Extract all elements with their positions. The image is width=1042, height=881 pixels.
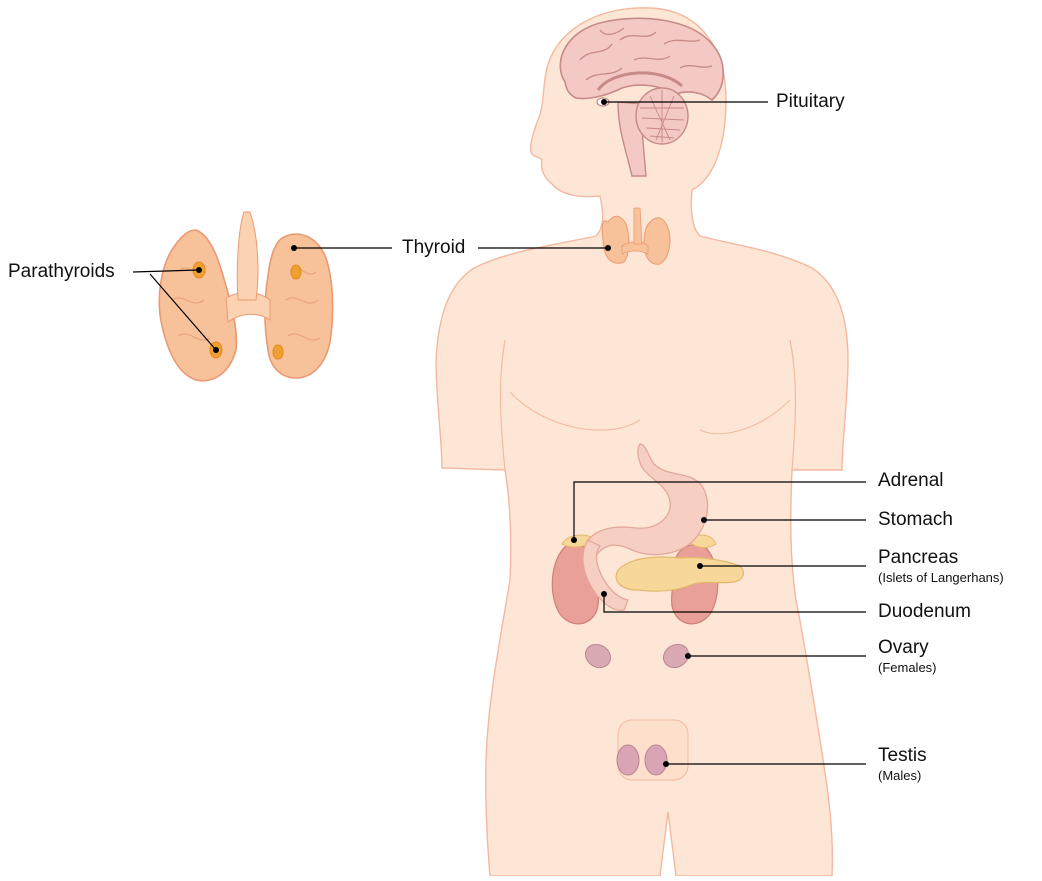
left-testis (617, 745, 639, 775)
thyroid-inset (159, 212, 332, 381)
label-stomach: Stomach (878, 509, 953, 531)
label-pituitary: Pituitary (776, 91, 845, 113)
label-pancreas-note: (Islets of Langerhans) (878, 570, 1004, 585)
dot-parathyroid-upper (196, 267, 202, 273)
dot-ovary (685, 653, 691, 659)
dot-thyroid-inset (291, 245, 297, 251)
parathyroid-upper-right (291, 265, 301, 279)
dot-pituitary (601, 99, 607, 105)
dot-testis (663, 761, 669, 767)
inset-pyramidal-lobe (237, 212, 258, 300)
dot-thyroid (605, 245, 611, 251)
label-testis-note: (Males) (878, 768, 921, 783)
cerebellum (636, 88, 688, 144)
label-adrenal: Adrenal (878, 470, 944, 492)
label-duodenum: Duodenum (878, 601, 971, 623)
parathyroid-lower-right (273, 345, 283, 359)
thyroid-right-lobe (644, 218, 670, 265)
inset-left-lobe (159, 230, 236, 381)
dot-parathyroid-lower (213, 347, 219, 353)
dot-pancreas (697, 563, 703, 569)
label-ovary: Ovary (878, 637, 929, 659)
label-thyroid: Thyroid (402, 237, 465, 259)
thyroid-left-lobe (602, 216, 629, 263)
dot-duodenum (601, 591, 607, 597)
right-testis (645, 745, 667, 775)
label-ovary-note: (Females) (878, 660, 937, 675)
label-pancreas: Pancreas (878, 547, 958, 569)
dot-stomach (701, 517, 707, 523)
label-parathyroids: Parathyroids (8, 261, 115, 283)
label-testis: Testis (878, 745, 927, 767)
dot-adrenal (571, 537, 577, 543)
